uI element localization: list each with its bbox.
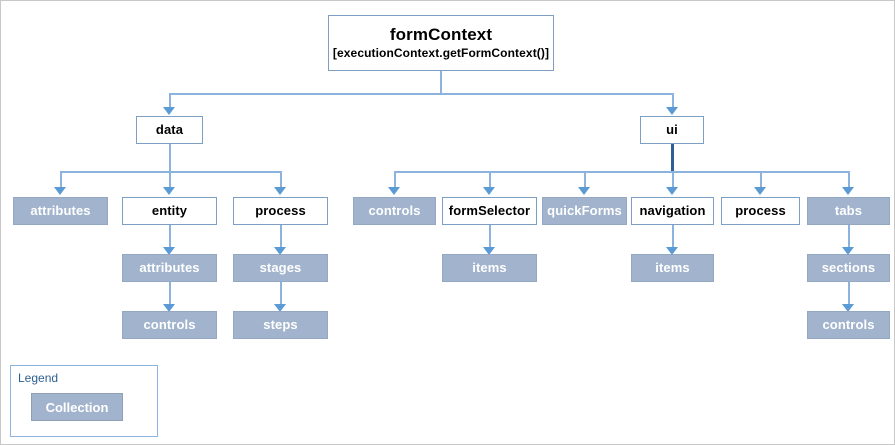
arrow-attributes-to-controls: [163, 304, 175, 312]
node-ui-process[interactable]: process: [721, 197, 800, 225]
connector-navigation-to-items: [672, 225, 674, 249]
node-data-process[interactable]: process: [233, 197, 328, 225]
node-data[interactable]: data: [136, 116, 203, 144]
connector-root-to-data: [169, 93, 171, 109]
connector-attributes-to-controls: [169, 282, 171, 306]
connector-root-bus: [169, 93, 673, 95]
arrow-root-to-data: [163, 107, 175, 115]
node-navigation-items-label: items: [655, 259, 690, 275]
node-tabs-sections[interactable]: sections: [807, 254, 890, 282]
connector-ui-to-quickforms: [584, 171, 586, 189]
connector-data-to-entity: [169, 171, 171, 189]
node-tabs-sections-label: sections: [821, 259, 876, 275]
arrow-tabs-to-sections: [842, 247, 854, 255]
connector-stages-to-steps: [280, 282, 282, 306]
arrow-root-to-ui: [666, 107, 678, 115]
node-sections-controls[interactable]: controls: [807, 311, 890, 339]
node-data-attributes[interactable]: attributes: [13, 197, 108, 225]
node-data-entity-label: entity: [151, 202, 188, 218]
node-ui-formselector[interactable]: formSelector: [442, 197, 537, 225]
node-entity-attributes[interactable]: attributes: [122, 254, 217, 282]
arrow-data-to-process: [274, 187, 286, 195]
connector-ui-to-process: [760, 171, 762, 189]
node-data-label: data: [155, 121, 184, 137]
arrow-ui-to-controls: [388, 187, 400, 195]
node-ui-formselector-label: formSelector: [448, 202, 531, 218]
legend-swatch-collection-label: Collection: [45, 399, 109, 415]
connector-ui-to-navigation: [672, 171, 674, 189]
node-ui-controls-label: controls: [368, 202, 421, 218]
node-process-steps[interactable]: steps: [233, 311, 328, 339]
connector-root-to-ui: [672, 93, 674, 109]
node-data-process-label: process: [255, 202, 306, 218]
arrow-navigation-to-items: [666, 247, 678, 255]
arrow-ui-to-tabs: [842, 187, 854, 195]
arrow-ui-to-process: [754, 187, 766, 195]
node-ui-quickforms[interactable]: quickForms: [542, 197, 627, 225]
node-formselector-items-label: items: [472, 259, 507, 275]
arrow-data-to-attributes: [54, 187, 66, 195]
connector-formselector-to-items: [489, 225, 491, 249]
arrow-sections-to-controls: [842, 304, 854, 312]
node-ui-controls[interactable]: controls: [353, 197, 436, 225]
legend-title: Legend: [18, 371, 59, 385]
node-entity-controls-label: controls: [143, 316, 196, 332]
node-entity-controls[interactable]: controls: [122, 311, 217, 339]
arrow-process-to-stages: [274, 247, 286, 255]
connector-data-to-attributes: [60, 171, 62, 189]
node-ui-label: ui: [666, 121, 678, 137]
node-entity-attributes-label: attributes: [139, 259, 200, 275]
node-formcontext[interactable]: formContext [executionContext.getFormCon…: [328, 15, 554, 71]
node-ui-process-label: process: [735, 202, 786, 218]
legend-panel: Legend Collection: [10, 365, 158, 437]
node-data-attributes-label: attributes: [30, 202, 91, 218]
arrow-entity-to-attributes: [163, 247, 175, 255]
connector-data-stem: [169, 144, 171, 171]
connector-ui-to-controls: [394, 171, 396, 189]
connector-ui-to-tabs: [848, 171, 850, 189]
node-sections-controls-label: controls: [822, 316, 875, 332]
connector-ui-to-formselector: [489, 171, 491, 189]
node-process-steps-label: steps: [263, 316, 298, 332]
connector-entity-to-attributes: [169, 225, 171, 249]
arrow-ui-to-quickforms: [578, 187, 590, 195]
connector-tabs-to-sections: [848, 225, 850, 249]
node-ui-tabs[interactable]: tabs: [807, 197, 890, 225]
connector-ui-bus: [394, 171, 849, 173]
arrow-data-to-entity: [163, 187, 175, 195]
node-process-stages[interactable]: stages: [233, 254, 328, 282]
node-ui-navigation[interactable]: navigation: [631, 197, 714, 225]
node-ui-navigation-label: navigation: [639, 202, 706, 218]
arrow-formselector-to-items: [483, 247, 495, 255]
connector-sections-to-controls: [848, 282, 850, 306]
connector-ui-stem: [671, 144, 674, 171]
node-ui-tabs-label: tabs: [834, 202, 863, 218]
legend-swatch-collection: Collection: [31, 393, 123, 421]
node-ui-quickforms-label: quickForms: [547, 202, 622, 218]
node-process-stages-label: stages: [259, 259, 302, 275]
arrow-stages-to-steps: [274, 304, 286, 312]
node-formcontext-subtitle: [executionContext.getFormContext()]: [332, 46, 550, 61]
connector-process-to-stages: [280, 225, 282, 249]
node-navigation-items[interactable]: items: [631, 254, 714, 282]
node-formcontext-title: formContext: [389, 24, 493, 44]
arrow-ui-to-formselector: [483, 187, 495, 195]
node-ui[interactable]: ui: [640, 116, 704, 144]
arrow-ui-to-navigation: [666, 187, 678, 195]
node-data-entity[interactable]: entity: [122, 197, 217, 225]
connector-root-stem: [440, 71, 442, 93]
node-formselector-items[interactable]: items: [442, 254, 537, 282]
connector-data-to-process: [280, 171, 282, 189]
